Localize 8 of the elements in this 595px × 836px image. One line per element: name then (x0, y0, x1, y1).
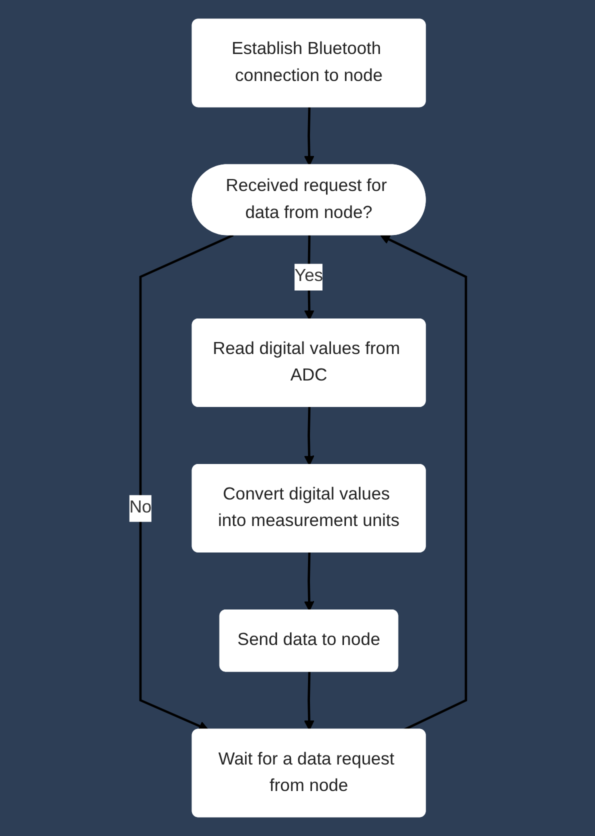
arrow (304, 107, 314, 166)
arrow (304, 552, 314, 612)
arrow (304, 406, 314, 466)
arrow (380, 234, 467, 731)
edge-label: Yes (294, 266, 323, 286)
arrow (304, 672, 314, 730)
arrow (139, 234, 234, 731)
edge-label: No (129, 497, 152, 518)
